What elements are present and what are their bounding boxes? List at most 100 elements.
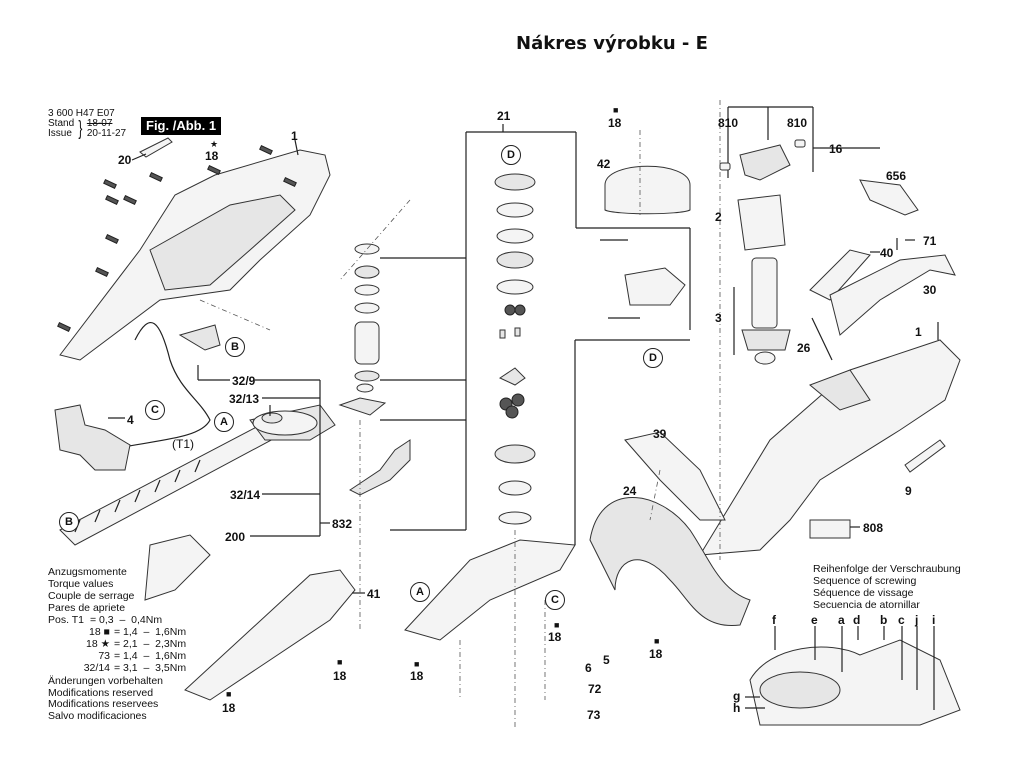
link-rod-26	[811, 317, 833, 361]
cover-plate-32-9	[178, 324, 221, 351]
housing-half-left	[59, 139, 331, 361]
modifications-es: Salvo modificaciones	[48, 709, 147, 722]
callout-200: 200	[225, 530, 246, 544]
torque-range: = 3,1 – 3,5Nm	[114, 662, 187, 674]
ref-marker-c-mid: C	[545, 590, 565, 610]
modifications-de: Änderungen vorbehalten	[48, 675, 164, 687]
callout-16: 16	[829, 142, 843, 156]
callout-18-right: 18	[649, 647, 663, 661]
callout-656: 656	[886, 169, 907, 183]
issue-label: Issue	[48, 128, 72, 139]
gear-stack	[494, 173, 536, 525]
ref-marker-a-mid: A	[410, 582, 430, 602]
callout-39: 39	[653, 427, 667, 441]
blade-guard-200	[144, 534, 211, 601]
square-mark: ■	[654, 636, 660, 646]
brush-holder-16	[719, 106, 820, 181]
sequence-letter: i	[932, 613, 936, 627]
sequence-heading-de: Reihenfolge der Verschraubung	[813, 563, 961, 575]
callout-810-b: 810	[787, 116, 808, 130]
callout-32-14: 32/14	[230, 488, 261, 502]
torque-range: = 2,1 – 2,3Nm	[114, 638, 187, 650]
torque-heading-de: Anzugsmomente	[48, 566, 127, 578]
sequence-heading-es: Secuencia de atornillar	[813, 599, 920, 611]
callout-3: 3	[715, 311, 722, 325]
callout-6: 6	[585, 661, 592, 675]
torque-heading-fr: Couple de serrage	[48, 590, 135, 602]
torque-key: 18 ★	[85, 638, 110, 650]
armature-3	[733, 257, 791, 365]
switch-block	[54, 404, 131, 471]
callout-808: 808	[863, 521, 884, 535]
screws-star	[57, 144, 297, 333]
callout-810-a: 810	[718, 116, 739, 130]
callout-72: 72	[588, 682, 602, 696]
callout-4: 4	[127, 413, 134, 427]
leader-lines	[108, 147, 915, 594]
sequence-letter: b	[880, 613, 888, 627]
ref-marker-b-top: B	[225, 337, 245, 357]
callout-5: 5	[603, 653, 610, 667]
screwing-sequence-heading: Reihenfolge der Verschraubung Sequence o…	[813, 563, 961, 611]
left-small-parts-stack	[338, 243, 411, 496]
callout-24: 24	[623, 484, 637, 498]
callout-18-left-b: 18	[222, 701, 236, 715]
torque-heading-es: Pares de apriete	[48, 602, 126, 614]
sequence-letter: e	[811, 613, 818, 627]
torque-pos	[48, 662, 68, 674]
handle-30	[829, 254, 956, 336]
callout-32-13: 32/13	[229, 392, 260, 406]
sequence-letter: j	[915, 613, 919, 627]
square-mark: ■	[613, 105, 619, 115]
callout-21: 21	[497, 109, 511, 123]
ref-marker-d-bottom: D	[643, 348, 663, 368]
callout-18-star: 18	[205, 149, 219, 163]
sequence-letter: d	[853, 613, 861, 627]
motor-cap-42	[604, 165, 691, 215]
sequence-heading-en: Sequence of screwing	[813, 575, 917, 587]
callout-t1: (T1)	[172, 437, 194, 451]
sequence-letter: c	[898, 613, 905, 627]
callout-41: 41	[367, 587, 381, 601]
modifications-fr: Modifications reservees	[48, 698, 159, 710]
torque-range: = 1,4 – 1,6Nm	[114, 626, 187, 638]
issue-date: 20-11-27	[86, 128, 127, 139]
callout-18-mid-b: 18	[548, 630, 562, 644]
square-mark: ■	[414, 659, 420, 669]
callout-832: 832	[332, 517, 353, 531]
torque-row: Pos. T1 = 0,3 – 0,4Nm	[48, 614, 186, 626]
stand-old-date: 18-07	[86, 118, 113, 129]
housing-half-right	[699, 322, 961, 556]
sequence-letter: a	[838, 613, 845, 627]
torque-pos	[48, 650, 68, 662]
modifications-notice: Änderungen vorbehalten Modifications res…	[48, 675, 164, 722]
callout-1-housing-left: 1	[291, 129, 298, 143]
handle-guard-39	[624, 431, 726, 521]
lever-40	[809, 249, 871, 301]
callout-1-housing-right: 1	[915, 325, 922, 339]
torque-pos: Pos. T1	[48, 614, 84, 626]
torque-row: 73 = 1,4 – 1,6Nm	[48, 650, 186, 662]
torque-row: 18 ★ = 2,1 – 2,3Nm	[48, 638, 186, 650]
label-strip-9	[904, 439, 946, 473]
callout-30: 30	[923, 283, 937, 297]
stator-2	[737, 194, 786, 251]
torque-key: 73	[98, 650, 110, 662]
dash-dot-lines	[199, 100, 721, 730]
torque-range: = 1,4 – 1,6Nm	[114, 650, 187, 662]
bracket-21	[465, 124, 691, 545]
cable-harness-4	[109, 321, 211, 451]
gear-housing	[404, 539, 576, 641]
ref-marker-c-left: C	[145, 400, 165, 420]
callout-73: 73	[587, 708, 601, 722]
cover-41	[184, 569, 356, 701]
callout-2: 2	[715, 210, 722, 224]
ref-marker-b-bottom: B	[59, 512, 79, 532]
callout-32-9: 32/9	[232, 374, 256, 388]
ref-marker-d-top: D	[501, 145, 521, 165]
callout-26: 26	[797, 341, 811, 355]
torque-pos	[48, 626, 68, 638]
blade-assembly	[59, 404, 336, 546]
callout-20: 20	[118, 153, 132, 167]
